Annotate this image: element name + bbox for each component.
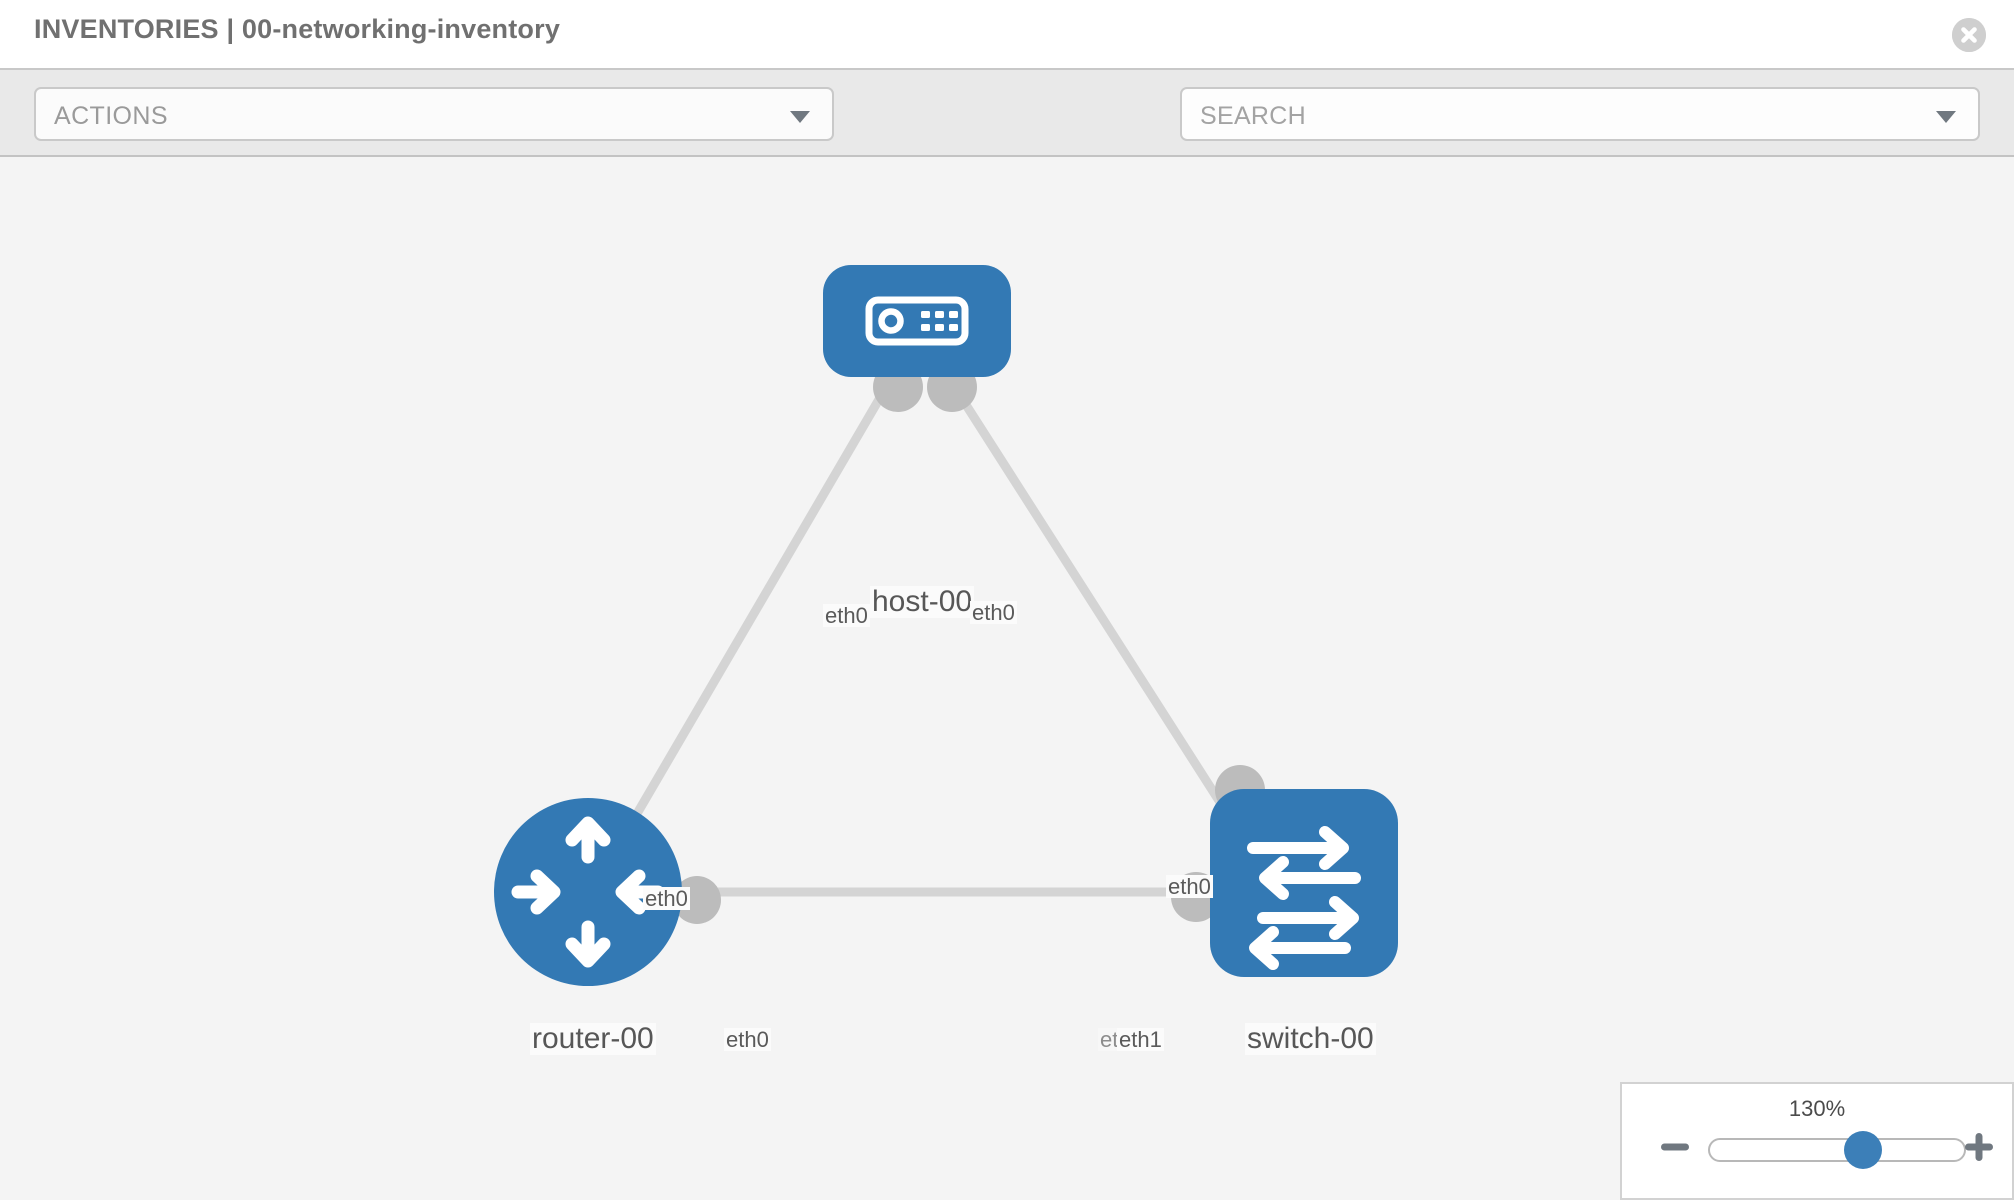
minus-icon[interactable] — [1658, 1130, 1692, 1164]
iface-label-router-switch-eth0: eth0 — [724, 1027, 771, 1052]
iface-label-switch-host-eth0: eth0 — [1166, 874, 1213, 899]
actions-dropdown[interactable]: ACTIONS — [34, 87, 834, 141]
link-host-switch — [941, 369, 1259, 860]
topology-canvas[interactable]: host-00 router-00 switch-00 eth0 eth0 et… — [0, 157, 2014, 1200]
search-input[interactable]: SEARCH — [1180, 87, 1980, 141]
iface-label-host-eth0-right: eth0 — [970, 600, 1017, 625]
actions-dropdown-label: ACTIONS — [54, 102, 168, 130]
node-switch-00 — [1210, 789, 1398, 977]
page-header: INVENTORIES | 00-networking-inventory — [0, 0, 2014, 68]
node-label-switch-00: switch-00 — [1245, 1022, 1376, 1055]
zoom-slider-track[interactable] — [1708, 1138, 1966, 1162]
iface-label-host-eth0-left: eth0 — [823, 603, 870, 628]
iface-label-switch-router-eth1: eth1 — [1117, 1027, 1164, 1052]
close-icon[interactable] — [1952, 18, 1986, 52]
zoom-level-value: 130% — [1788, 1096, 1846, 1121]
zoom-control-panel: 130% — [1620, 1082, 2014, 1200]
search-placeholder: SEARCH — [1200, 102, 1306, 130]
node-host-00 — [823, 265, 1011, 377]
node-label-host-00: host-00 — [870, 585, 975, 618]
toolbar: ACTIONS SEARCH — [0, 68, 2014, 197]
page-title: INVENTORIES | 00-networking-inventory — [34, 14, 561, 44]
zoom-slider-thumb[interactable] — [1843, 1131, 1882, 1169]
node-label-router-00: router-00 — [530, 1022, 656, 1055]
link-host-router — [596, 369, 899, 880]
chevron-down-icon[interactable] — [1936, 111, 1956, 123]
topology-graph — [494, 265, 1398, 986]
plus-icon[interactable] — [1962, 1130, 1996, 1164]
iface-label-router-host-eth0: eth0 — [643, 886, 690, 911]
chevron-down-icon — [790, 111, 810, 123]
